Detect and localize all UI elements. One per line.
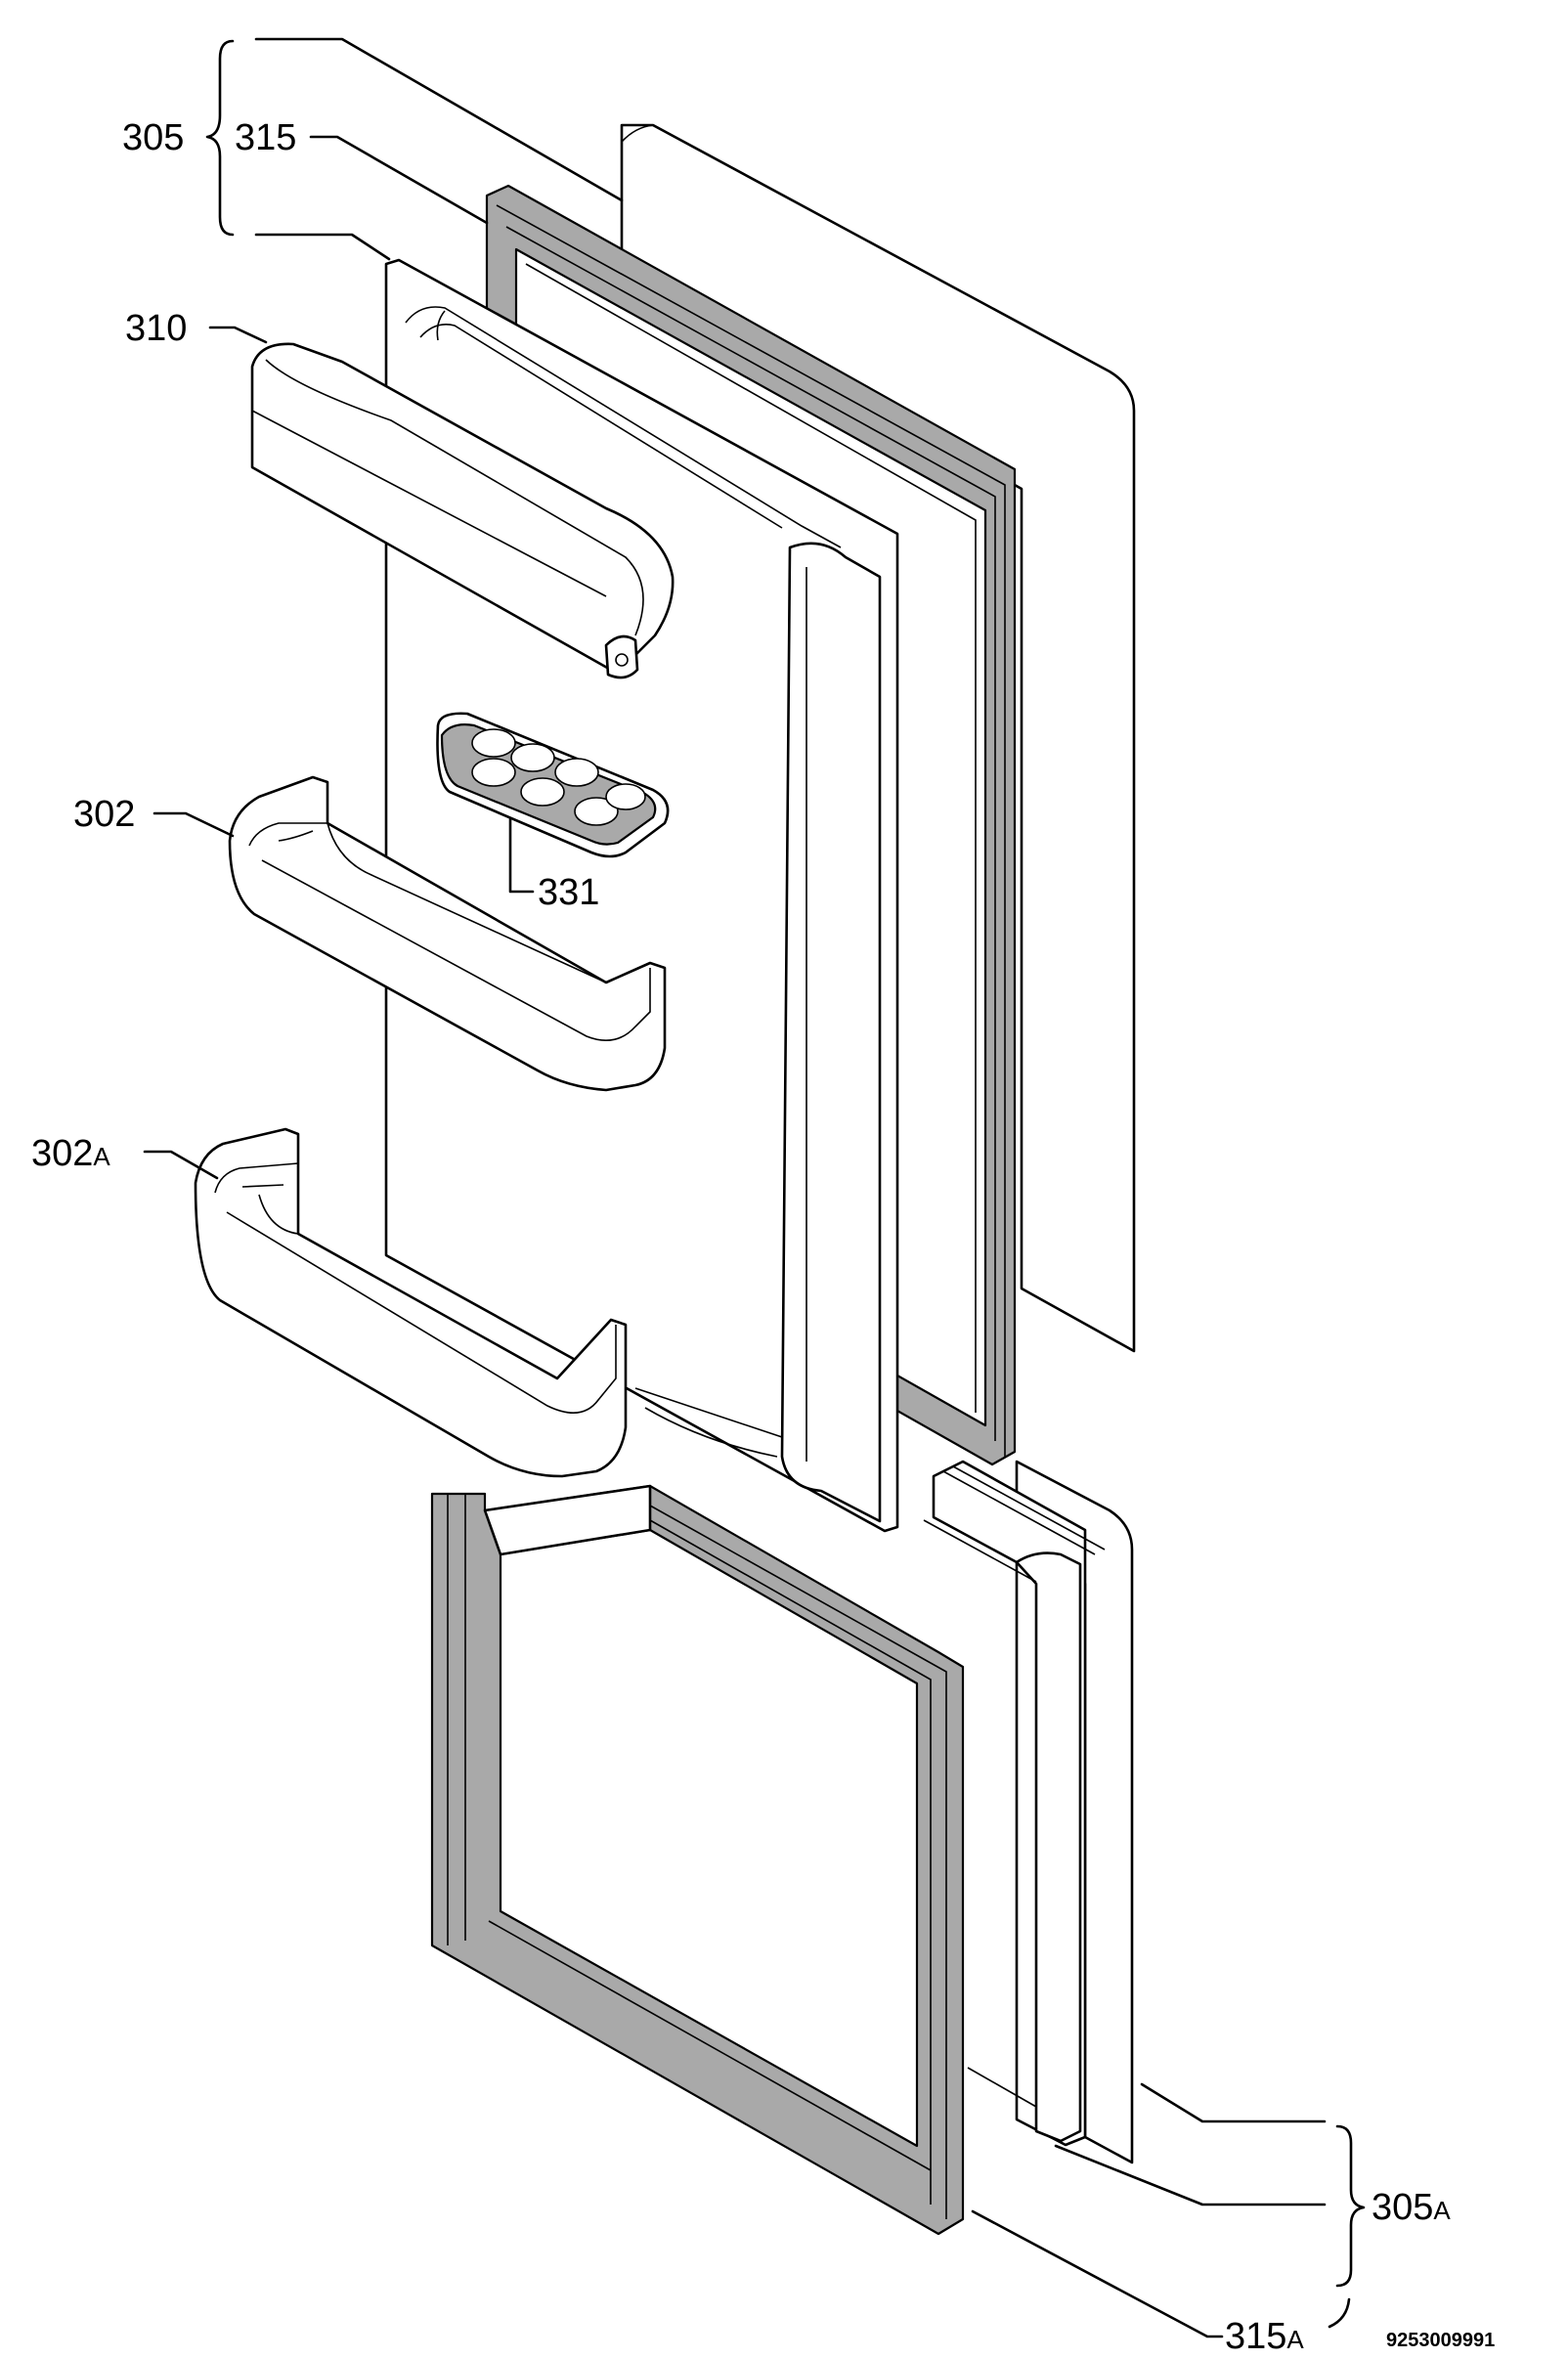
label-302A-suffix: A — [93, 1142, 110, 1171]
label-331: 331 — [538, 872, 599, 913]
label-305A-suffix: A — [1433, 2196, 1451, 2225]
leader-lines — [143, 37, 1366, 2338]
door-shelf-302A — [194, 1127, 628, 1478]
upper-door-outer-panel — [620, 123, 1136, 1353]
label-305A: 305A — [1372, 2187, 1451, 2228]
label-310: 310 — [125, 308, 187, 349]
label-305A-number: 305 — [1372, 2187, 1433, 2228]
shelf-lid-310 — [250, 342, 675, 679]
lower-door-outer-panel — [923, 1460, 1134, 2164]
label-315A-number: 315 — [1225, 2316, 1286, 2354]
label-302A: 302A — [31, 1133, 110, 1174]
egg-tray-331 — [436, 712, 670, 858]
drawing-code: 9253009991 — [1386, 2330, 1495, 2351]
label-315A: 315A — [1225, 2316, 1304, 2354]
label-302: 302 — [73, 794, 135, 835]
door-shelf-302 — [228, 775, 667, 1092]
label-305: 305 — [122, 117, 184, 158]
lower-door-gasket — [430, 1484, 965, 2236]
label-302A-number: 302 — [31, 1133, 93, 1174]
part-labels: 305 315 310 302 331 302A 305A 315A 92530… — [31, 117, 1495, 2357]
label-315A-suffix: A — [1286, 2325, 1304, 2354]
bracket-end — [1328, 2297, 1351, 2329]
label-315: 315 — [235, 117, 296, 158]
